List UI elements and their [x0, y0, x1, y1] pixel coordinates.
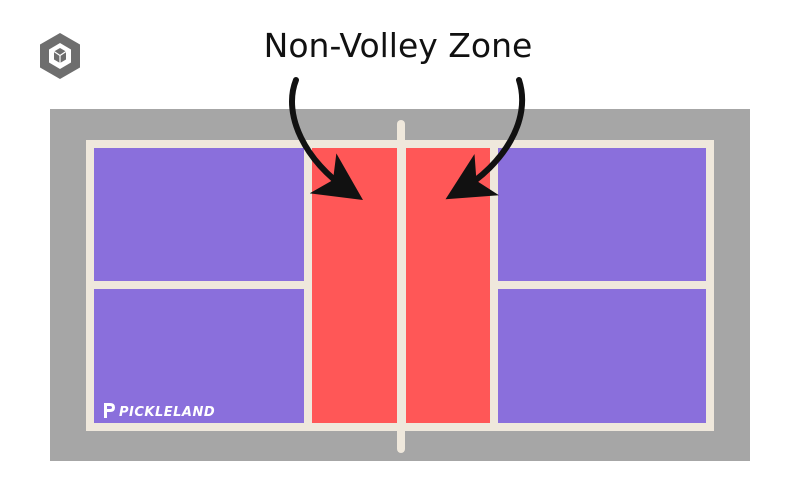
non-volley-zone-right [406, 148, 490, 423]
brand-logo: PICKLELAND [104, 403, 215, 420]
brand-name: PICKLELAND [119, 405, 215, 420]
diagram-title: Non-Volley Zone [264, 26, 533, 65]
service-box-bottom-right [498, 289, 706, 423]
service-box-top-left [94, 148, 304, 281]
curved-arrow-icon [289, 77, 363, 200]
service-box-bottom-left [94, 289, 304, 423]
service-box-top-right [498, 148, 706, 281]
hexagon-cube-icon [40, 33, 80, 79]
curved-arrow-icon [445, 77, 526, 200]
letter-p-icon [104, 403, 115, 418]
net-line [397, 120, 405, 453]
non-volley-zone-left [312, 148, 398, 423]
